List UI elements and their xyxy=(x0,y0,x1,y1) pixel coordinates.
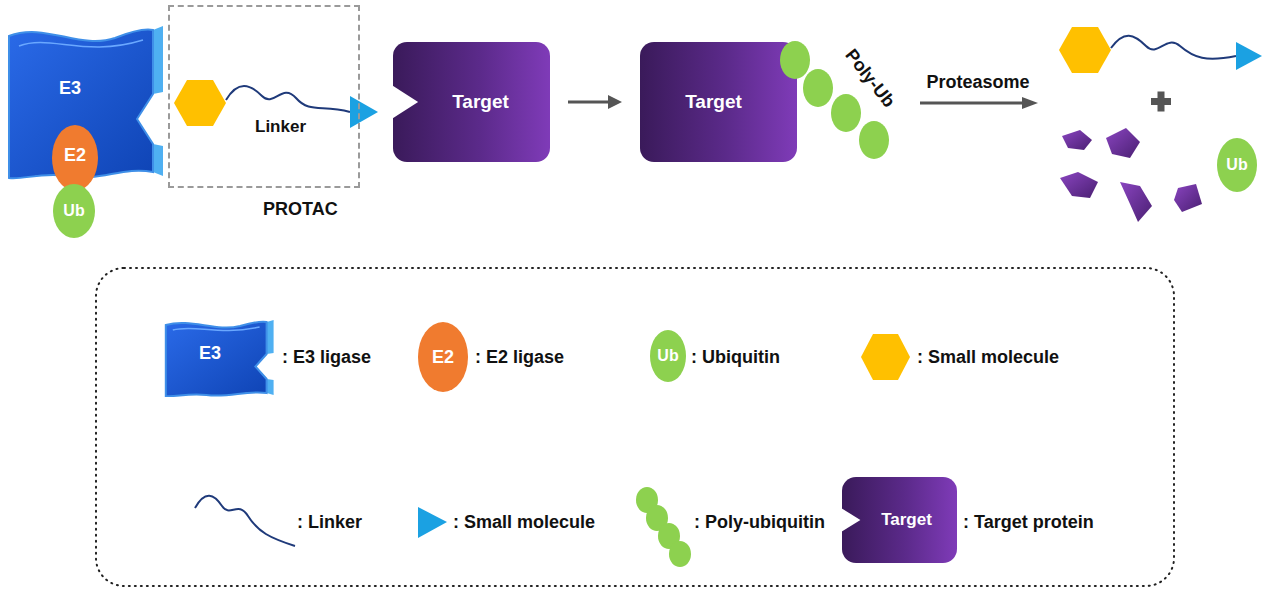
proteasome-label: Proteasome xyxy=(926,72,1029,93)
e3-edge xyxy=(267,320,274,354)
e2-ligase-ellipse xyxy=(52,125,98,191)
target-body xyxy=(640,42,797,162)
node-text: Target xyxy=(685,91,742,113)
e2-ligase: E2 xyxy=(52,125,98,191)
ubiquitin-legend-sample: Ub xyxy=(650,330,686,382)
legend-text: : Small molecule xyxy=(453,512,595,533)
legend-text: : E3 ligase xyxy=(282,347,371,368)
node-text: E2 xyxy=(432,347,454,368)
ubiquitin: Ub xyxy=(53,184,95,238)
protac-box: LinkerPROTAC xyxy=(168,5,360,188)
plus-sign xyxy=(1151,92,1171,112)
ubiquitin-legend-sample-ellipse xyxy=(650,330,686,382)
node-text: E3 xyxy=(59,78,81,99)
legend-text: : E2 ligase xyxy=(475,347,564,368)
e2-legend-sample-ellipse xyxy=(418,322,468,392)
legend-text: : Small molecule xyxy=(917,347,1059,368)
node-text: Target xyxy=(452,91,509,113)
legend-text: : Target protein xyxy=(963,512,1094,533)
arrow-head xyxy=(1022,97,1038,109)
legend-text: : Ubiquitin xyxy=(691,347,780,368)
protein-fragments xyxy=(1060,128,1202,222)
target-protein: Target xyxy=(393,42,550,162)
node-text: Target xyxy=(881,510,932,530)
small-molecule-hexagon xyxy=(174,80,226,126)
ubiquitin-bead xyxy=(780,41,810,79)
node-text: Ub xyxy=(63,202,84,220)
node-text: Ub xyxy=(1226,156,1247,174)
small-molecule-hexagon xyxy=(861,334,910,380)
e2-legend-sample: E2 xyxy=(418,322,468,392)
target-body xyxy=(393,42,550,162)
small-molecule-hexagon xyxy=(1059,27,1111,73)
ubiquitin-ellipse xyxy=(1217,138,1257,192)
target-notch xyxy=(841,508,860,532)
ubiquitin-bead xyxy=(831,94,861,132)
e3-edge xyxy=(153,144,163,176)
node-text: E2 xyxy=(64,145,86,166)
arrow-head xyxy=(608,95,622,109)
protac-heading: PROTAC xyxy=(263,199,338,220)
linker-curve xyxy=(1111,36,1236,59)
ubiquitin-bead xyxy=(859,121,889,159)
small-molecule-triangle xyxy=(1236,42,1262,70)
linker-label: Linker xyxy=(255,117,306,137)
ubiquitin-bead xyxy=(803,69,833,107)
linker-sample xyxy=(195,496,295,546)
linker-curve xyxy=(226,86,350,112)
flow-arrow xyxy=(568,95,622,109)
e3-edge xyxy=(153,26,163,94)
target-notch xyxy=(392,85,418,119)
arrow-line xyxy=(568,101,612,104)
node-text: E3 xyxy=(199,343,221,364)
e3-edge xyxy=(267,379,274,395)
small-molecule-triangle xyxy=(418,507,447,538)
ubiquitin: Ub xyxy=(1217,138,1257,192)
legend-text: : Poly-ubiquitin xyxy=(694,512,825,533)
e3-highlight xyxy=(173,327,260,330)
ubiquitin-ellipse xyxy=(53,184,95,238)
e3-highlight xyxy=(19,40,143,47)
e3-body xyxy=(166,322,267,396)
target-protein: Target xyxy=(640,42,797,162)
legend-text: : Linker xyxy=(297,512,362,533)
target-body xyxy=(842,477,957,563)
legend-frame xyxy=(96,268,1174,586)
node-text: Ub xyxy=(657,347,678,365)
proteasome-arrow xyxy=(920,102,1026,105)
poly-ubiquitin-sample xyxy=(636,487,691,567)
target-legend-sample: Target xyxy=(842,477,957,563)
e3-body xyxy=(9,29,153,178)
e3-legend-sample: E3 xyxy=(163,318,275,398)
small-molecule-triangle xyxy=(350,96,378,128)
